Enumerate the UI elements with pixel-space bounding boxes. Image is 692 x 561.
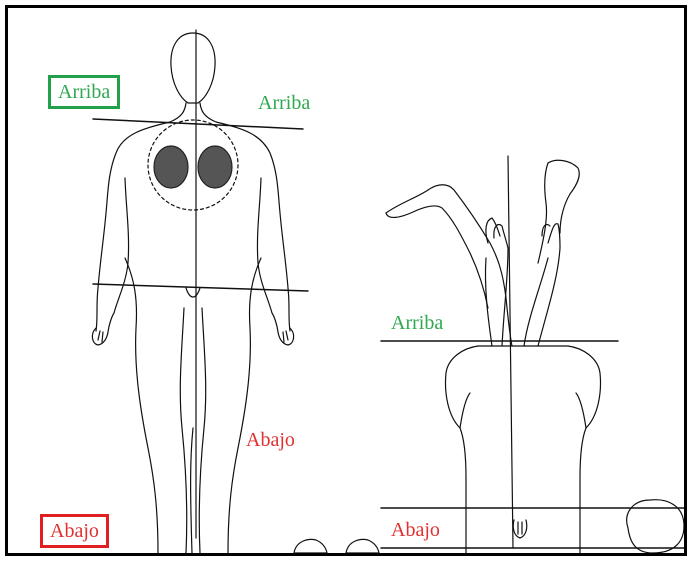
box-bottom-label: Abajo <box>40 514 109 548</box>
side-figure <box>381 156 684 553</box>
side-right-hand <box>538 224 560 346</box>
front-breast-left <box>154 146 188 188</box>
side-top-label: Arriba <box>391 313 443 333</box>
front-breast-right <box>198 146 232 188</box>
front-bottom-label: Abajo <box>246 430 295 450</box>
box-top-label: Arriba <box>48 75 120 109</box>
front-inner-legs <box>180 308 186 553</box>
small-dome-left <box>294 539 327 553</box>
side-bottom-label: Abajo <box>391 520 440 540</box>
front-left-hand <box>92 313 114 345</box>
side-torso <box>446 346 478 553</box>
front-right-hand <box>272 313 294 345</box>
front-top-label: Arriba <box>258 93 310 113</box>
side-right-leg <box>548 160 579 233</box>
side-center-axis <box>508 156 513 548</box>
front-head <box>171 33 215 103</box>
small-dome-right <box>346 539 379 553</box>
diagram-frame: Arriba Arriba Abajo Abajo Arriba Abajo <box>5 5 687 556</box>
front-lower-line <box>93 284 308 291</box>
front-torso-outline <box>96 103 186 331</box>
